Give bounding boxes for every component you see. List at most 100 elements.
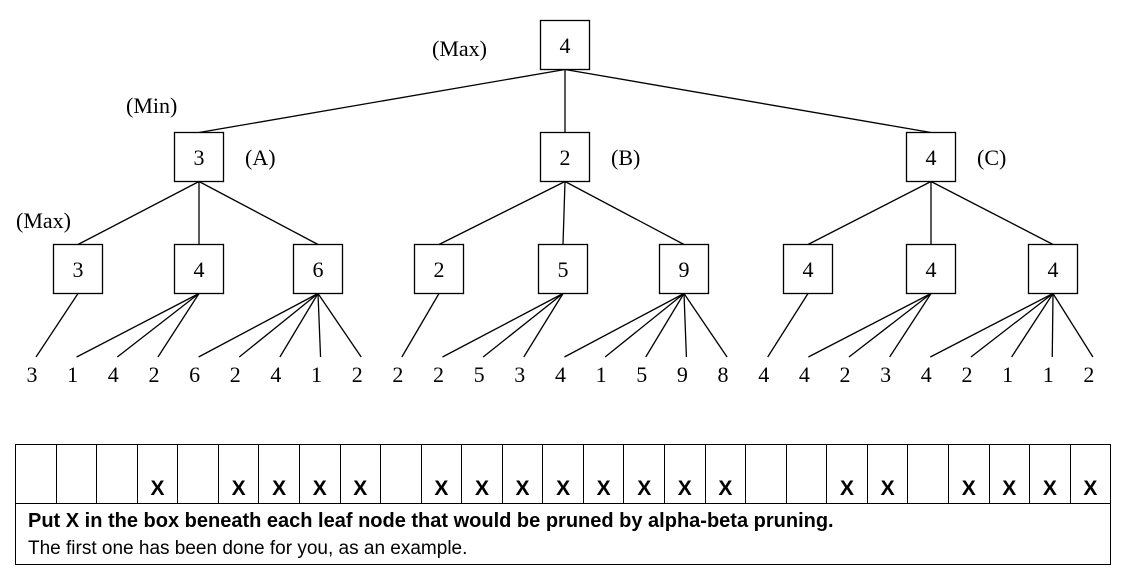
edge-to-leaf-7 bbox=[279, 293, 319, 358]
answer-cell-18[interactable]: X bbox=[706, 445, 747, 503]
root-level-label: (Max) bbox=[432, 36, 487, 61]
max-node-1-1-box bbox=[52, 243, 104, 295]
edge-root-to-1 bbox=[198, 68, 566, 134]
edge-to-leaf-24 bbox=[970, 292, 1054, 358]
edge-to-leaf-15 bbox=[604, 292, 685, 358]
instruction-bold: Put X in the box beneath each leaf node … bbox=[28, 510, 834, 532]
answer-cell-6[interactable]: X bbox=[219, 445, 260, 503]
min-node-2-value: 2 bbox=[560, 145, 571, 170]
leaf-3: 4 bbox=[108, 362, 119, 387]
leaf-16: 5 bbox=[636, 362, 647, 387]
max-node-3-2-value: 4 bbox=[926, 257, 937, 282]
leaf-7: 4 bbox=[270, 362, 281, 387]
max-node-1-3-value: 6 bbox=[313, 257, 324, 282]
edge-to-leaf-11 bbox=[442, 292, 564, 358]
answer-cell-21[interactable]: X bbox=[827, 445, 868, 503]
leaf-26: 1 bbox=[1043, 362, 1054, 387]
leaf-25: 1 bbox=[1002, 362, 1013, 387]
max-node-3-3-value: 4 bbox=[1048, 257, 1059, 282]
subtree-label-1: (A) bbox=[245, 145, 276, 170]
answer-cell-17[interactable]: X bbox=[665, 445, 706, 503]
edge-to-leaf-16 bbox=[645, 293, 685, 358]
root-node-box bbox=[539, 19, 591, 71]
answer-cell-1[interactable] bbox=[16, 445, 57, 503]
answer-cell-4[interactable]: X bbox=[138, 445, 179, 503]
max-node-1-3-box bbox=[292, 243, 344, 295]
answer-cell-27[interactable]: X bbox=[1083, 477, 1098, 500]
max-node-3-2-box bbox=[905, 243, 957, 295]
answer-cell-23[interactable] bbox=[908, 445, 949, 503]
edge-min-1-to-max-1 bbox=[77, 180, 200, 246]
edge-to-leaf-22 bbox=[889, 293, 932, 358]
edge-to-leaf-3 bbox=[116, 292, 200, 358]
edge-to-leaf-18 bbox=[683, 293, 728, 358]
subtree-label-2: (B) bbox=[611, 145, 640, 170]
edge-to-leaf-26 bbox=[1051, 293, 1054, 358]
answer-cell-11[interactable]: X bbox=[422, 445, 463, 503]
answer-cell-22[interactable]: X bbox=[868, 445, 909, 503]
edge-to-leaf-25 bbox=[1011, 293, 1054, 358]
leaf-12: 5 bbox=[474, 362, 485, 387]
leaf-6: 2 bbox=[230, 362, 241, 387]
min-node-1-box bbox=[173, 131, 225, 183]
leaf-13: 3 bbox=[514, 362, 525, 387]
answer-cell-24[interactable]: X bbox=[949, 445, 990, 503]
edge-to-leaf-19 bbox=[767, 293, 809, 358]
answer-cell-3[interactable] bbox=[97, 445, 138, 503]
answer-cell-7[interactable]: X bbox=[259, 445, 300, 503]
edge-min-3-to-max-3 bbox=[930, 180, 1054, 246]
edge-to-leaf-21 bbox=[848, 292, 932, 358]
edge-to-leaf-2 bbox=[76, 292, 200, 358]
leaf-14: 4 bbox=[555, 362, 566, 387]
max-node-3-3-box bbox=[1027, 243, 1079, 295]
min-node-2-box bbox=[539, 131, 591, 183]
instructions: Put X in the box beneath each leaf node … bbox=[16, 503, 1110, 564]
answer-cell-16[interactable]: X bbox=[624, 445, 665, 503]
max-node-2-3-value: 9 bbox=[679, 257, 690, 282]
answer-cell-2[interactable] bbox=[57, 445, 98, 503]
max-node-2-2-value: 5 bbox=[558, 257, 569, 282]
max-node-1-1-value: 3 bbox=[73, 257, 84, 282]
answer-cell-13[interactable]: X bbox=[503, 445, 544, 503]
edge-root-to-3 bbox=[564, 68, 932, 134]
answer-cell-26[interactable]: X bbox=[1030, 445, 1071, 503]
max-node-1-2-value: 4 bbox=[194, 257, 205, 282]
min-node-1-value: 3 bbox=[194, 145, 205, 170]
edge-min-1-to-max-3 bbox=[198, 180, 319, 246]
answer-cell-10[interactable] bbox=[381, 445, 422, 503]
leaf-27: 2 bbox=[1083, 362, 1094, 387]
edge-min-2-to-max-3 bbox=[564, 180, 685, 246]
answer-cell-12[interactable]: X bbox=[462, 445, 503, 503]
min-node-3-box bbox=[905, 131, 957, 183]
edge-to-leaf-23 bbox=[930, 292, 1054, 358]
leaf-23: 4 bbox=[921, 362, 932, 387]
edge-to-leaf-6 bbox=[238, 292, 319, 358]
answer-cell-14[interactable]: X bbox=[543, 445, 584, 503]
leaf-24: 2 bbox=[961, 362, 972, 387]
answer-cell-5[interactable] bbox=[178, 445, 219, 503]
min-node-3-value: 4 bbox=[926, 145, 937, 170]
max-node-2-1-value: 2 bbox=[434, 257, 445, 282]
answer-cell-9[interactable]: X bbox=[341, 445, 382, 503]
subtree-label-3: (C) bbox=[977, 145, 1006, 170]
answer-cell-19[interactable] bbox=[746, 445, 787, 503]
tree-edges bbox=[35, 68, 1094, 358]
leaf-19: 4 bbox=[758, 362, 769, 387]
answer-cell-20[interactable] bbox=[787, 445, 828, 503]
max-node-2-3-box bbox=[658, 243, 710, 295]
answer-cell-8[interactable]: X bbox=[300, 445, 341, 503]
edge-to-leaf-14 bbox=[564, 292, 685, 358]
answer-cell-15[interactable]: X bbox=[584, 445, 625, 503]
answer-cell-25[interactable]: X bbox=[990, 445, 1031, 503]
max-level-label: (Max) bbox=[16, 208, 71, 233]
edge-to-leaf-9 bbox=[317, 293, 362, 358]
max-node-3-1-box bbox=[782, 243, 834, 295]
max-node-2-1-box bbox=[413, 243, 465, 295]
leaf-17: 9 bbox=[677, 362, 688, 387]
root-node-value: 4 bbox=[560, 33, 571, 58]
leaf-8: 1 bbox=[311, 362, 322, 387]
edge-min-2-to-max-2 bbox=[562, 181, 566, 245]
